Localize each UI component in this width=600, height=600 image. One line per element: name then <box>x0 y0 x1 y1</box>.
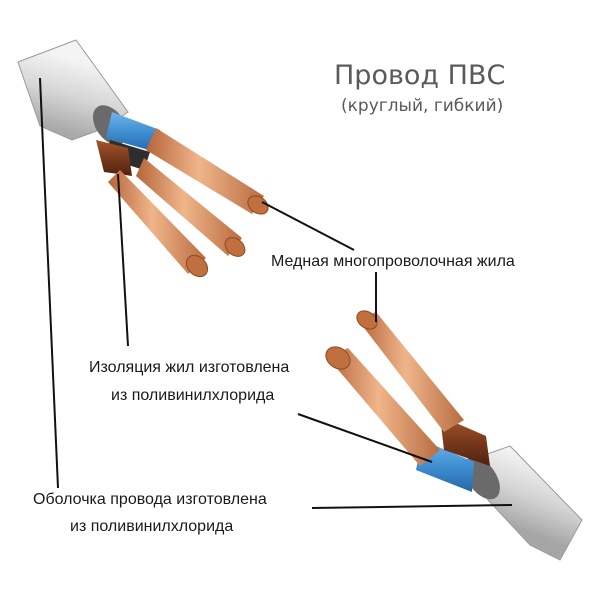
copper-core-lower-2 <box>328 348 440 466</box>
label-insulation-line2: из поливинилхлорида <box>111 387 275 404</box>
label-sheath-line2: из поливинилхлорида <box>70 518 234 535</box>
sheath-lower <box>469 445 583 561</box>
insulation-brown-lower <box>440 416 490 466</box>
copper-core-upper-2 <box>136 158 242 256</box>
copper-core-upper-3 <box>108 170 206 274</box>
leader-insulation-lower <box>297 413 433 463</box>
copper-core-upper-2-end <box>224 237 246 257</box>
copper-core-upper-1 <box>146 128 264 214</box>
label-insulation-line1: Изоляция жил изготовлена <box>89 359 290 376</box>
insulation-brown-upper <box>96 140 132 176</box>
copper-core-upper-1-end <box>247 195 269 215</box>
label-copper-core: Медная многопроволочная жила <box>271 253 515 270</box>
diagram-title: Провод ПВС <box>334 60 506 91</box>
label-sheath-line1: Оболочка провода изготовлена <box>33 491 267 508</box>
copper-core-lower-1-end <box>356 310 378 330</box>
copper-core-lower-2-end <box>325 346 351 370</box>
copper-core-lower-1 <box>358 312 464 432</box>
leader-sheath-upper <box>39 77 59 489</box>
leader-core-upper <box>261 201 355 251</box>
leader-sheath-lower <box>311 504 513 509</box>
copper-core-upper-3-end <box>185 254 209 278</box>
leader-insulation-upper <box>117 173 129 347</box>
insulation-blue-upper <box>106 112 160 152</box>
diagram-subtitle: (круглый, гибкий) <box>341 96 504 116</box>
